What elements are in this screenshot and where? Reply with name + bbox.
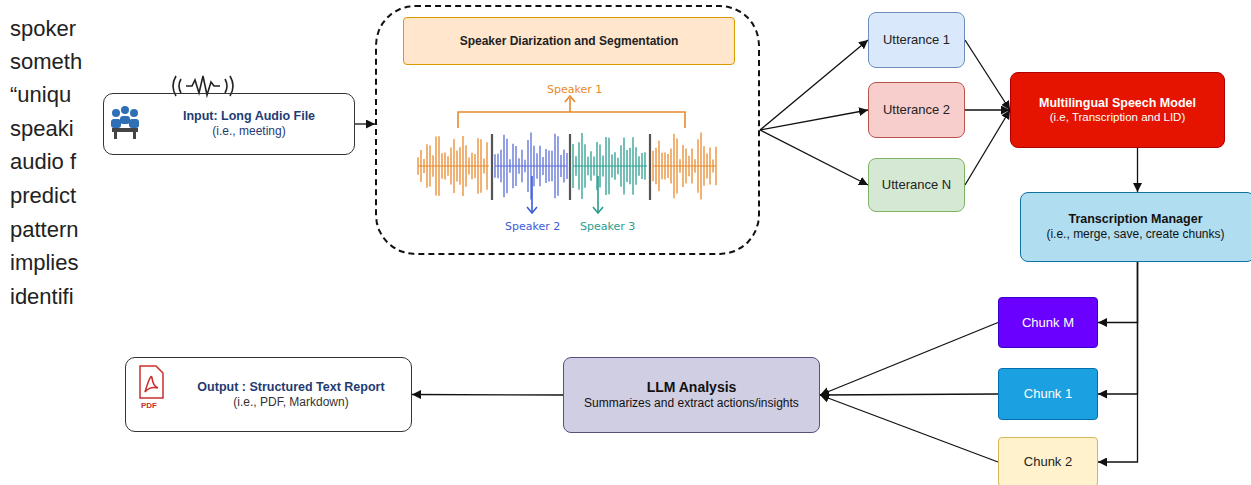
connector-arrow [412,394,563,396]
connector-arrow [760,40,868,130]
segment-separator [649,134,651,200]
speaker-brackets [458,96,685,213]
background-text: identifi [10,284,74,310]
connector-arrow [1098,262,1138,394]
background-text: someth [10,49,82,75]
table-leg [133,132,136,139]
connector-arrow [965,40,1010,110]
speaker-label: Speaker 2 [505,220,560,233]
background-text: “uniqu [10,82,71,108]
connector-arrow [965,110,1010,185]
speaker-bracket [458,112,685,128]
background-text: audio f [10,149,76,175]
connector-arrow [760,110,868,130]
table [112,128,138,132]
node-title: Chunk 1 [1024,386,1072,402]
utterance-box: Utterance 1 [868,12,965,68]
segment-separator [491,134,493,200]
connector-arrow [355,123,375,124]
node-title: Chunk 2 [1024,454,1072,470]
connector-arrow [820,394,998,395]
input-box: Input: Long Audio File(i.e., meeting) [103,93,355,155]
speaker-arrow-head [593,207,603,213]
wave-axis [495,165,567,166]
segment-separators [492,134,650,200]
node-title: Utterance 2 [883,102,950,118]
node-subtitle: (i.e., merge, save, create chunks) [1046,227,1224,241]
speaker-arrow-head [527,207,537,213]
person-head [121,106,129,114]
waveform [418,132,716,199]
node-subtitle: (i.e., meeting) [212,124,285,138]
connector-arrow [820,323,998,396]
background-text: predict [10,183,76,209]
segment-separator [569,134,571,200]
person-body [129,119,139,128]
speaker-arrow [531,176,533,212]
utterance-box: Utterance N [868,158,965,212]
node-title: Speaker Diarization and Segmentation [460,34,679,48]
person-head [130,109,138,117]
background-text: implies [10,250,78,276]
speaker-label: Speaker 3 [580,220,635,233]
node-title: Input: Long Audio File [183,109,315,124]
node-title: Utterance N [882,177,951,193]
wave-arc [179,79,181,93]
manager-box: Transcription Manager(i.e., merge, save,… [1020,192,1251,262]
speaker-label: Speaker 1 [547,83,602,96]
connector-arrow [1098,262,1138,462]
wave-axis [653,165,716,166]
chunk-box: Chunk M [998,297,1098,348]
wave-arc [225,79,227,93]
utterance-box: Utterance 2 [868,82,965,138]
wave-axis [418,165,489,166]
process-box: Speaker Diarization and Segmentation [403,17,735,65]
background-text: speaki [10,116,74,142]
speaker-arrow [597,176,599,212]
connector-arrow [965,109,1010,110]
speaker-arrow-head [565,96,575,102]
background-text: pattern [10,217,79,243]
chunk-box: Chunk 2 [998,437,1098,485]
person-head [112,109,120,117]
wave-axis [573,165,647,166]
node-title: Transcription Manager [1068,212,1202,227]
node-title: LLM Analysis [647,379,737,396]
analysis-box: LLM AnalysisSummarizes and extract actio… [563,357,820,433]
pdf-page [140,366,163,398]
node-subtitle: (i.e, Transcription and LID) [1050,111,1186,125]
background-text: spoker [10,16,76,42]
people-icon [111,106,139,139]
connector-arrow [820,395,998,462]
person-body [111,119,121,128]
icon-label: PDF [141,401,157,411]
speaker-arrow [569,98,571,112]
pdf-mark [145,377,158,392]
person-body [120,116,130,124]
node-title: Output : Structured Text Report [197,380,384,395]
connector-arrow [760,130,868,185]
node-title: Utterance 1 [883,32,950,48]
diarization-region: Speaker Diarization and SegmentationSpea… [375,5,760,255]
connector-arrow [1098,262,1138,323]
connector-arrow [1137,148,1138,192]
table-leg [114,132,117,139]
node-subtitle: Summarizes and extract actions/insights [584,396,799,410]
output-box: Output : Structured Text Report(i.e., PD… [125,357,412,432]
node-subtitle: (i.e., PDF, Markdown) [233,395,348,409]
node-title: Chunk M [1022,315,1074,331]
node-title: Multilingual Speech Model [1039,96,1196,111]
model-box: Multilingual Speech Model(i.e, Transcrip… [1010,72,1225,148]
pdf-icon [140,366,163,398]
chunk-box: Chunk 1 [998,368,1098,420]
